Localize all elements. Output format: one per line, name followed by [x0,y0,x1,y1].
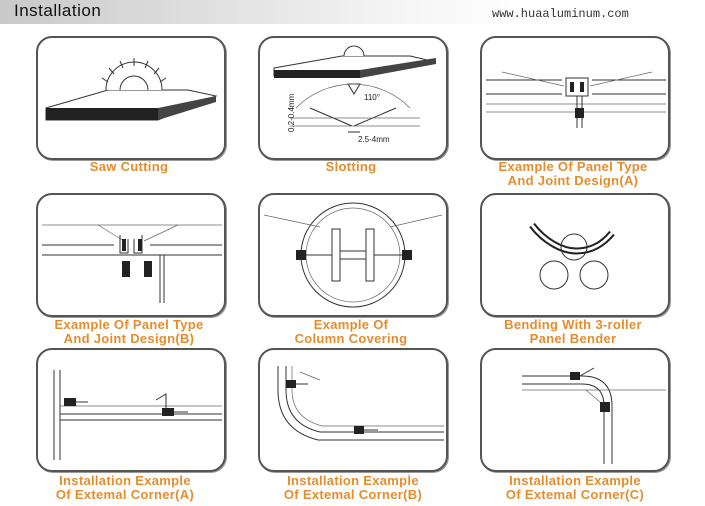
external-corner-a-illustration [36,348,226,472]
external-corner-b-illustration [258,348,448,472]
caption-saw-cutting: Saw Cutting [89,159,169,174]
external-corner-c-illustration [480,348,670,472]
slotting-illustration: 110° 2.5-4mm 0.2-0.4mm [258,36,448,160]
panel-joint-a-illustration [480,36,670,160]
header-bar [0,0,705,24]
column-covering-illustration [258,193,448,317]
saw-cutting-illustration [36,36,226,160]
roller-bending-illustration [480,193,670,317]
page-title: Installation [14,1,102,20]
panel-joint-b-illustration [36,193,226,317]
angle-label: 110° [364,93,380,102]
site-url: www.huaaluminum.com [492,7,629,21]
caption-slotting: Slotting [325,159,377,174]
depth-label: 0.2-0.4mm [287,93,296,132]
gap-label: 2.5-4mm [358,135,390,144]
